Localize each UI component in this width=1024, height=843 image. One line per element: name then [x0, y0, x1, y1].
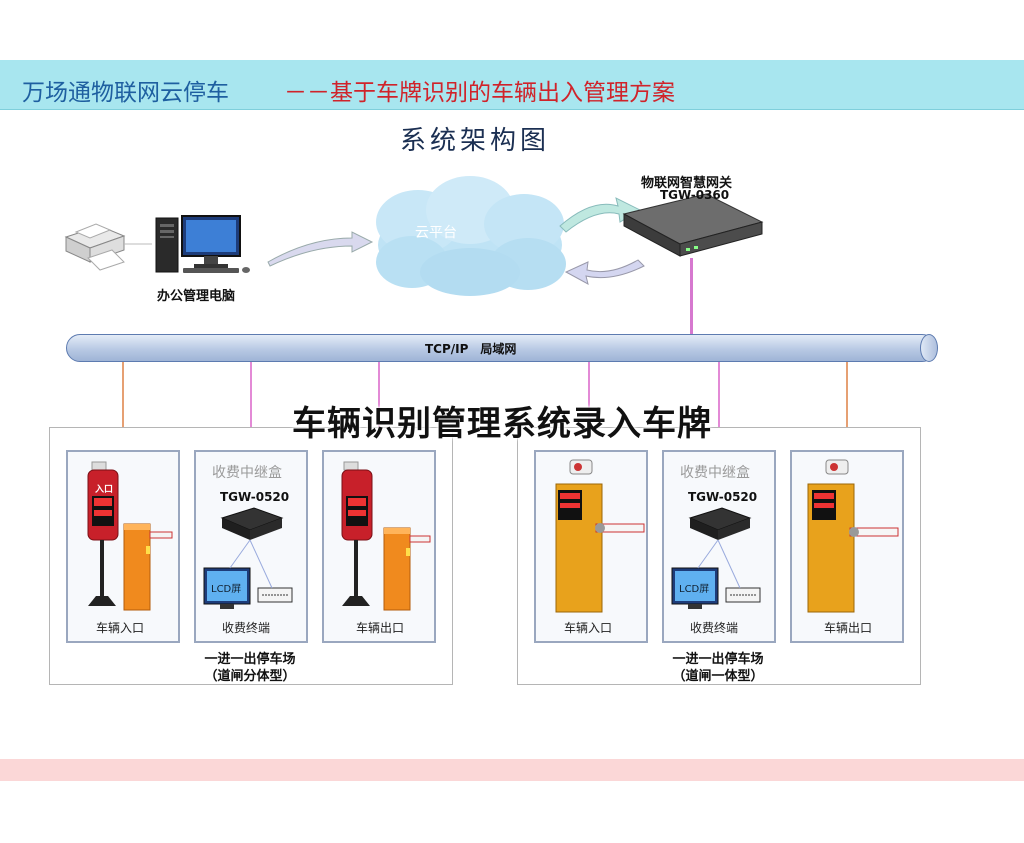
- group2-lcd-label: LCD屏: [679, 584, 710, 595]
- arrow-pc-to-cloud-icon: [267, 231, 374, 267]
- tcp-ip-bus-label: TCP/IP 局域网: [425, 342, 517, 356]
- group1-caption-line1: 一进一出停车场: [204, 652, 296, 667]
- relay-box-icon: [688, 507, 752, 540]
- tcp-ip-bus: [66, 334, 936, 362]
- barrier-gate-icon: [123, 523, 173, 611]
- printer-icon: [64, 223, 126, 271]
- group2-relay-model: TGW-0520: [688, 490, 758, 504]
- gateway-model: TGW-0360: [660, 188, 730, 202]
- footer-bar: [0, 759, 1024, 781]
- group2-relay-title: 收费中继盒: [680, 465, 750, 481]
- header-bar: [0, 60, 1024, 110]
- group1-lcd-label: LCD屏: [211, 584, 242, 595]
- exit-integrated-kiosk-icon: [807, 459, 899, 613]
- group1-exit-label: 车辆出口: [356, 621, 405, 635]
- cloud-icon: [376, 176, 566, 296]
- barrier-gate-icon: [383, 527, 431, 611]
- lcd-monitor-icon: [671, 567, 719, 609]
- entry-kiosk-icon: [87, 461, 119, 606]
- tcp-ip-bus-end: [920, 334, 938, 362]
- group2-exit-label: 车辆出口: [824, 621, 873, 635]
- arrow-gateway-to-cloud-icon: [564, 259, 645, 285]
- group1-relay-title: 收费中继盒: [212, 465, 282, 481]
- group1-terminal-label: 收费终端: [222, 621, 271, 635]
- keyboard-icon: [257, 587, 293, 603]
- cloud-label: 云平台: [415, 225, 457, 241]
- office-pc-label: 办公管理电脑: [157, 289, 236, 304]
- computer-tower-icon: [155, 217, 179, 273]
- panel-exit-split: [322, 450, 436, 643]
- gateway-device-icon: [622, 193, 764, 257]
- group1-caption-line2: （道闸分体型）: [204, 669, 296, 684]
- group2-caption-line2: （道闸一体型）: [672, 669, 764, 684]
- diagram-title: 系统架构图: [400, 126, 551, 156]
- panel-terminal-integrated: [662, 450, 776, 643]
- group1-relay-model: TGW-0520: [220, 490, 290, 504]
- exit-kiosk-icon: [341, 461, 373, 606]
- group1-entry-label: 车辆入口: [96, 621, 145, 635]
- group2-entry-label: 车辆入口: [564, 621, 613, 635]
- monitor-icon: [181, 215, 250, 273]
- keyboard-icon: [725, 587, 761, 603]
- header-title-right: －－基于车牌识别的车辆出入管理方案: [284, 80, 675, 106]
- entry-sign-text: 入口: [95, 485, 114, 495]
- entry-integrated-kiosk-icon: [555, 459, 645, 613]
- panel-entry-split: [66, 450, 180, 643]
- group2-terminal-label: 收费终端: [690, 621, 739, 635]
- overlay-title: 车辆识别管理系统录入车牌: [292, 404, 712, 444]
- lcd-monitor-icon: [203, 567, 251, 609]
- header-title-left: 万场通物联网云停车: [22, 80, 229, 106]
- group2-caption-line1: 一进一出停车场: [672, 652, 764, 667]
- relay-box-icon: [220, 507, 284, 540]
- gateway-name: 物联网智慧网关: [641, 176, 733, 191]
- panel-terminal-split: [194, 450, 308, 643]
